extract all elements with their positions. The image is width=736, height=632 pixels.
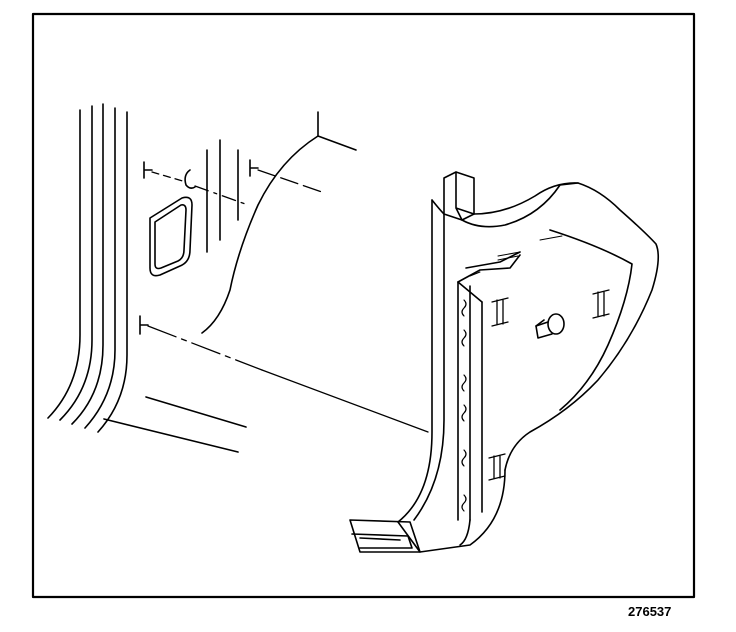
pillar-trim-panel: [349, 171, 660, 553]
figure-reference-number: 276537: [628, 604, 672, 619]
body-panel-contour: [201, 111, 357, 334]
floor-sill-lines: [103, 396, 247, 453]
door-opening-edge: [47, 103, 128, 433]
diagram-frame: [31, 12, 696, 599]
push-pin-fastener-icon: [535, 313, 565, 339]
retaining-clip-icon: [488, 289, 610, 481]
mounting-hole-markers: [139, 159, 259, 335]
alignment-leader-lines: [147, 169, 429, 433]
molded-part-marks: [469, 235, 563, 277]
pillar-channel-ribs: [461, 299, 467, 512]
access-hole: [149, 196, 193, 277]
